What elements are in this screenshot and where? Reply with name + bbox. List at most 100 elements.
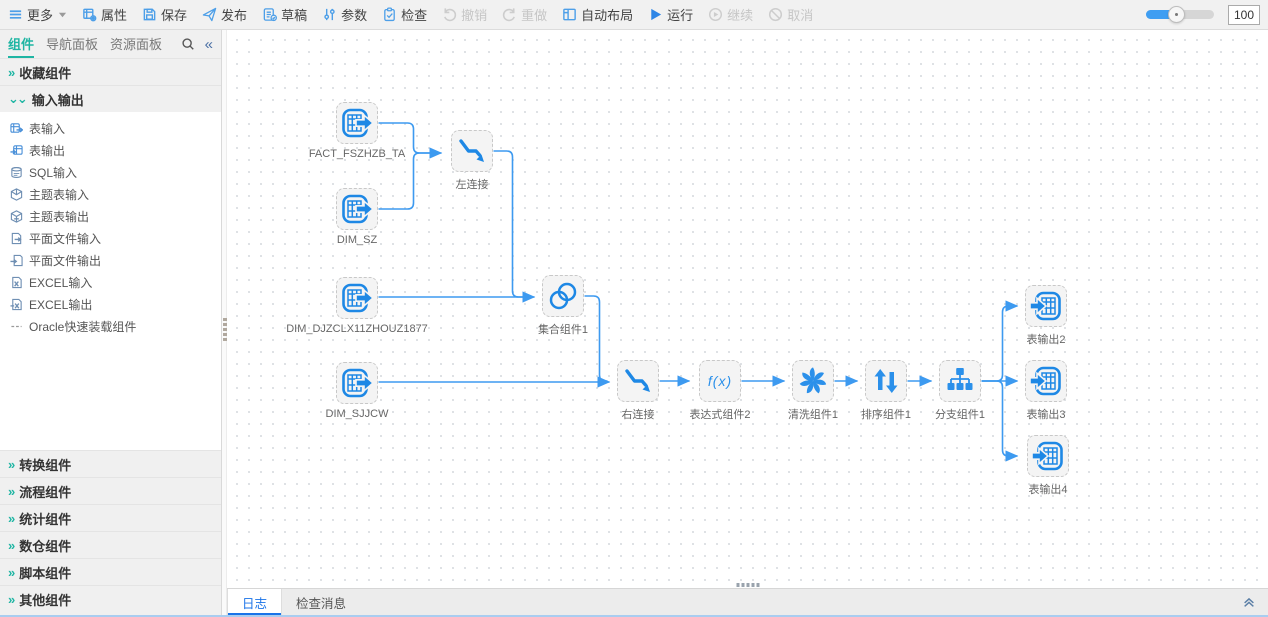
node-label: 清洗组件1	[787, 409, 839, 421]
section-process-components[interactable]: » 流程组件	[0, 477, 221, 504]
item-label: 主题表输出	[29, 209, 90, 224]
table-input-icon	[336, 188, 378, 230]
node-table-output-2[interactable]: 表输出2	[1025, 285, 1067, 346]
component-sidebar: 组件 导航面板 资源面板 « » 收藏组件 ⌄⌄ 输入输出	[0, 30, 222, 615]
save-button[interactable]: 保存	[142, 5, 187, 24]
section-favorite-components[interactable]: » 收藏组件	[0, 58, 221, 85]
section-input-output[interactable]: ⌄⌄ 输入输出	[0, 85, 221, 112]
save-icon	[143, 8, 156, 21]
node-expression-component-2[interactable]: f(x) 表达式组件2	[689, 360, 751, 421]
publish-button[interactable]: 发布	[202, 5, 247, 24]
properties-icon	[83, 8, 97, 22]
continue-button[interactable]: 继续	[708, 5, 753, 24]
divider-drag-handle-icon[interactable]	[222, 318, 227, 341]
draft-document-icon	[263, 8, 278, 22]
node-table-output-3[interactable]: 表输出3	[1025, 360, 1067, 421]
node-label: 表输出2	[1026, 334, 1066, 346]
item-label: 主题表输入	[29, 187, 90, 202]
node-left-join[interactable]: 左连接	[451, 130, 493, 191]
sidebar-item-subject-table-input[interactable]: 主题表输入	[10, 183, 221, 205]
node-set-component-1[interactable]: 集合组件1	[538, 275, 588, 336]
sort-arrows-icon	[865, 360, 907, 402]
item-label: EXCEL输入	[29, 275, 93, 290]
chevron-right-icon: »	[8, 591, 15, 607]
run-button[interactable]: 运行	[648, 5, 693, 24]
item-label: 平面文件输出	[29, 253, 102, 268]
sidebar-item-excel-input[interactable]: EXCEL输入	[10, 271, 221, 293]
table-output-icon	[1027, 435, 1069, 477]
table-output-icon	[1025, 285, 1067, 327]
auto-layout-button[interactable]: 自动布局	[562, 5, 633, 24]
undo-button[interactable]: 撤销	[442, 5, 487, 24]
properties-button[interactable]: 属性	[82, 5, 127, 24]
more-button[interactable]: 更多	[8, 5, 67, 24]
sidebar-item-subject-table-output[interactable]: 主题表输出	[10, 205, 221, 227]
caret-down-icon	[58, 12, 67, 18]
node-sort-component-1[interactable]: 排序组件1	[861, 360, 911, 421]
zoom-level-input[interactable]	[1228, 4, 1260, 25]
flow-canvas[interactable]: FACT_FSZHZB_TA DIM_SZ 左连接	[227, 30, 1268, 588]
parameters-button[interactable]: 参数	[322, 5, 367, 24]
section-label: 其他组件	[19, 592, 72, 608]
node-right-join[interactable]: 右连接	[617, 360, 659, 421]
sidebar-tabs: 组件 导航面板 资源面板 «	[0, 30, 221, 58]
sidebar-item-flat-file-output[interactable]: 平面文件输出	[10, 249, 221, 271]
chevron-right-icon: »	[8, 510, 15, 526]
section-statistics-components[interactable]: » 统计组件	[0, 504, 221, 531]
node-label: 表输出3	[1026, 409, 1066, 421]
search-icon[interactable]	[181, 37, 195, 51]
tab-resource-panel[interactable]: 资源面板	[110, 36, 163, 52]
tab-components[interactable]: 组件	[8, 30, 35, 58]
tab-navigation-panel[interactable]: 导航面板	[46, 36, 99, 52]
zoom-slider[interactable]	[1146, 6, 1214, 23]
tab-log[interactable]: 日志	[227, 589, 283, 615]
check-label: 检查	[401, 8, 428, 23]
sidebar-resize-divider[interactable]	[222, 30, 227, 615]
node-dim-sz[interactable]: DIM_SZ	[336, 188, 378, 246]
section-label: 统计组件	[19, 511, 72, 527]
redo-icon	[502, 8, 516, 22]
section-warehouse-components[interactable]: » 数仓组件	[0, 531, 221, 558]
excel-output-icon	[10, 298, 23, 311]
sidebar-item-table-input[interactable]: 表输入	[10, 117, 221, 139]
node-fact-fszhzb-ta[interactable]: FACT_FSZHZB_TA	[309, 102, 405, 160]
zoom-slider-handle[interactable]	[1168, 6, 1185, 23]
node-label: FACT_FSZHZB_TA	[308, 148, 406, 160]
check-button[interactable]: 检查	[382, 5, 427, 24]
node-branch-component-1[interactable]: 分支组件1	[935, 360, 985, 421]
node-clean-component-1[interactable]: 清洗组件1	[788, 360, 838, 421]
item-label: EXCEL输出	[29, 297, 93, 312]
sidebar-item-table-output[interactable]: 表输出	[10, 139, 221, 161]
undo-icon	[444, 8, 457, 22]
section-transform-components[interactable]: » 转换组件	[0, 450, 221, 477]
section-other-components[interactable]: » 其他组件	[0, 585, 221, 612]
chevron-down-icon: ⌄⌄	[8, 91, 28, 106]
toolbar: 更多 属性 保存 发布 草稿 参数 检查 撤销	[0, 0, 1268, 30]
node-dim-djzclx11zhouz1877[interactable]: DIM_DJZCLX11ZHOUZ1877	[286, 277, 428, 335]
sql-input-icon	[10, 166, 23, 179]
collapse-sidebar-icon[interactable]: «	[204, 35, 213, 53]
item-label: 平面文件输入	[29, 231, 102, 246]
node-label: DIM_SJJCW	[325, 408, 389, 420]
sidebar-item-sql-input[interactable]: SQL输入	[10, 161, 221, 183]
paper-plane-icon	[202, 7, 217, 22]
expand-panel-icon[interactable]	[1242, 589, 1256, 615]
panel-resize-handle-icon[interactable]	[736, 583, 759, 587]
section-script-components[interactable]: » 脚本组件	[0, 558, 221, 585]
node-dim-sjjcw[interactable]: DIM_SJJCW	[326, 362, 388, 420]
draft-button[interactable]: 草稿	[262, 5, 307, 24]
node-label: 左连接	[455, 179, 489, 191]
sidebar-item-excel-output[interactable]: EXCEL输出	[10, 293, 221, 315]
node-label: 右连接	[621, 409, 655, 421]
menu-icon	[9, 10, 22, 19]
item-label: Oracle快速装载组件	[29, 319, 137, 334]
cancel-label: 取消	[787, 8, 814, 23]
redo-button[interactable]: 重做	[502, 5, 547, 24]
cancel-button[interactable]: 取消	[768, 5, 813, 24]
io-component-list: 表输入 表输出 SQL输入 主题表输入 主题表输出	[0, 112, 221, 450]
sidebar-item-oracle-loader[interactable]: Oracle快速装载组件	[10, 315, 221, 337]
sidebar-item-flat-file-input[interactable]: 平面文件输入	[10, 227, 221, 249]
tab-check-messages[interactable]: 检查消息	[296, 596, 347, 611]
node-table-output-4[interactable]: 表输出4	[1027, 435, 1069, 496]
subject-table-input-icon	[10, 187, 23, 201]
